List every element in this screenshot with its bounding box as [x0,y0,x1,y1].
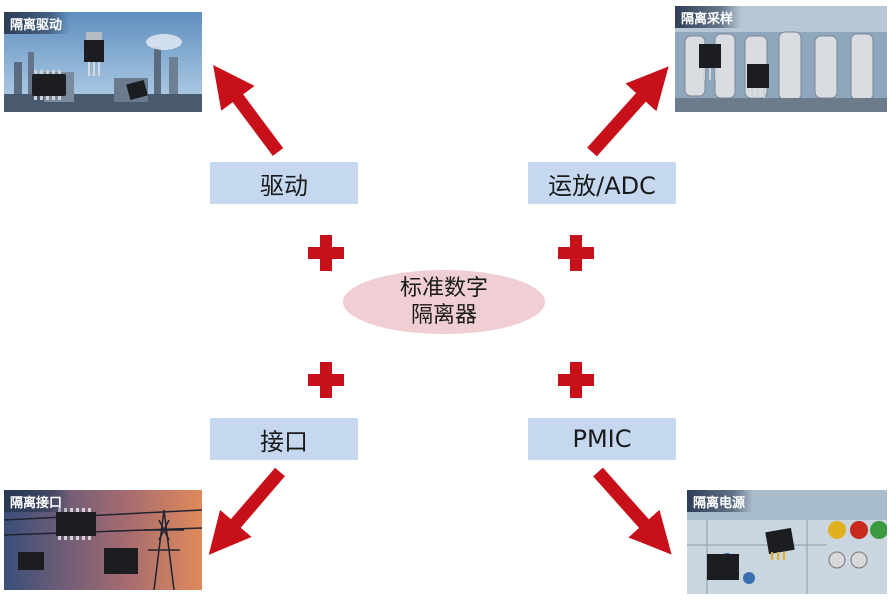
center-label-line1: 标准数字 [399,276,488,301]
center-node-digital-isolator: 标准数字 隔离器 [343,270,545,334]
photo-isolated-drive: 隔离驱动 [4,12,202,112]
photo-isolated-interface: 隔离接口 [4,490,202,590]
arrow-to-drive-photo [213,64,284,156]
photo-title-power: 隔离电源 [687,490,754,512]
center-label-line2: 隔离器 [410,303,477,328]
photo-isolated-sampling: 隔离采样 [675,6,887,112]
photo-isolated-power: 隔离电源 [687,490,887,594]
arrow-to-interface-photo [208,467,285,555]
arrow-to-power-photo [593,467,672,555]
plus-icon [306,233,346,273]
plus-icon [556,360,596,400]
plus-icon [306,360,346,400]
label-drive: 驱动 [210,162,358,204]
photo-title-drive: 隔离驱动 [4,12,71,34]
photo-title-interface: 隔离接口 [4,490,71,512]
label-pmic: PMIC [528,418,676,460]
photo-title-sampling: 隔离采样 [675,6,742,28]
label-interface: 接口 [210,418,358,460]
plus-icon [556,233,596,273]
label-adc: 运放/ADC [528,162,676,204]
arrow-to-sampling-photo [587,66,669,157]
